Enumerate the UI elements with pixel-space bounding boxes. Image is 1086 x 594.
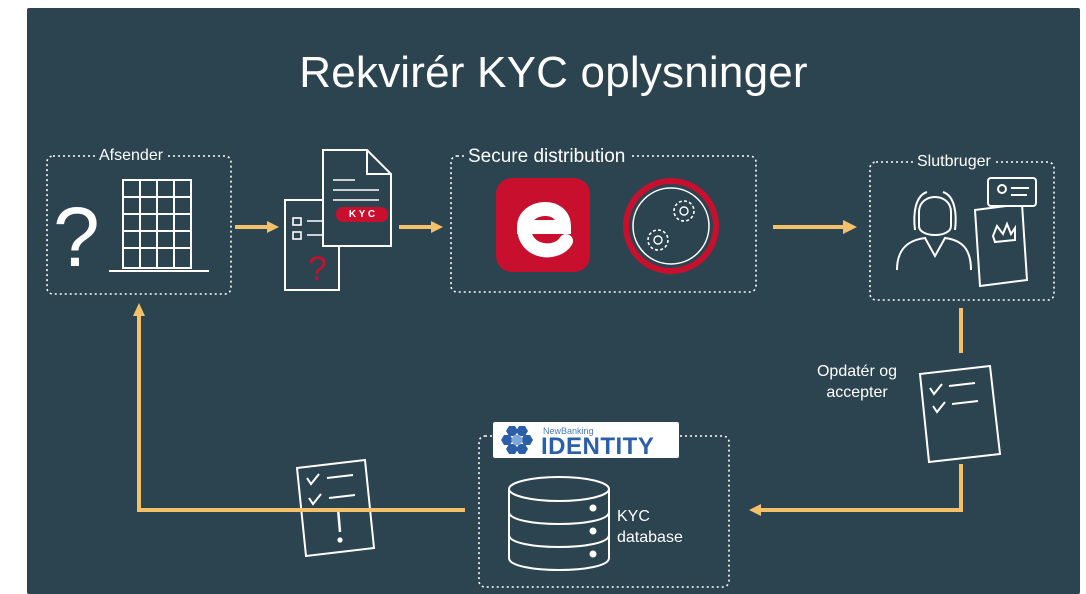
identity-small-text: NewBanking <box>543 426 594 436</box>
question-mark-red-icon: ? <box>308 250 327 288</box>
arrow-heads <box>133 220 857 516</box>
building-icon <box>109 179 209 272</box>
identity-brand-text: IDENTITY <box>541 433 655 460</box>
update-step-text: Opdatér og accepter <box>809 361 905 403</box>
end-user-label: Slutbruger <box>913 153 995 171</box>
identity-logo: NewBanking IDENTITY <box>493 422 679 460</box>
database-line1: KYC <box>617 508 650 525</box>
identity-box <box>478 435 730 588</box>
id-card-icon <box>987 177 1037 207</box>
sender-label: Afsender <box>95 147 168 165</box>
person-icon <box>896 191 972 271</box>
passport-icon <box>973 202 1029 288</box>
update-step-line2: accepter <box>826 384 888 401</box>
database-icon <box>508 476 610 571</box>
e-app-icon <box>496 178 590 272</box>
distribution-label: Secure distribution <box>464 146 630 168</box>
gears-icon <box>623 178 719 274</box>
kyc-badge <box>336 207 388 222</box>
update-step-line1: Opdatér og <box>816 363 898 380</box>
checklist-document-icon <box>918 364 1002 464</box>
kyc-badge-text: K Y C <box>348 209 376 220</box>
flow-arrows <box>137 225 963 512</box>
page-title: Rekvirér KYC oplysninger <box>299 48 808 97</box>
kyc-documents-icon: ? <box>284 149 392 291</box>
question-mark-icon: ? <box>53 190 100 284</box>
diagram-graphics: ? ? <box>46 149 1055 588</box>
diagram-canvas: Rekvirér KYC oplysninger ? ? <box>27 8 1080 594</box>
database-text: KYC database <box>617 506 683 548</box>
hexagon-cluster-icon <box>501 426 533 454</box>
database-line2: database <box>617 529 683 546</box>
